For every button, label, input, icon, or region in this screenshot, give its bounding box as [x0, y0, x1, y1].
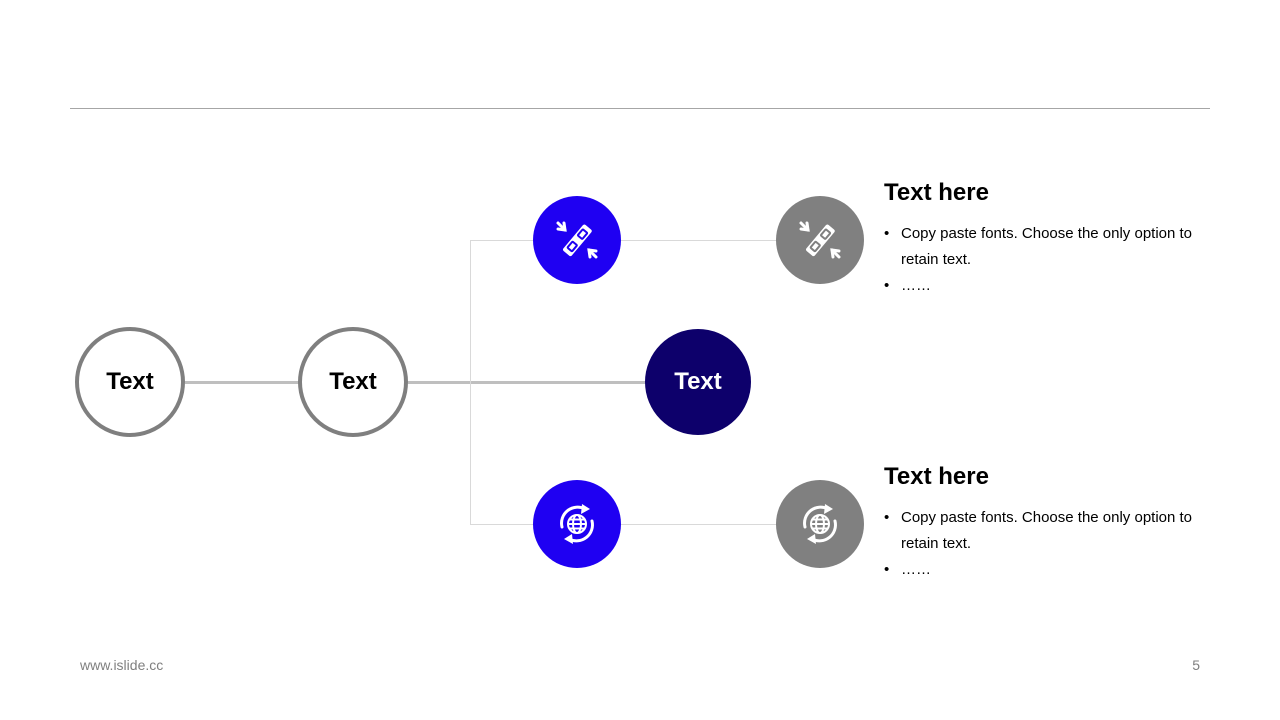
- footer-url: www.islide.cc: [80, 657, 164, 673]
- branch-bottom-grey-circle: [776, 480, 864, 568]
- header-divider: [70, 108, 1210, 109]
- node-first-label: Text: [106, 368, 154, 395]
- list-item: • Copy paste fonts. Choose the only optio…: [884, 221, 1204, 273]
- connector-branch-bottom: [470, 524, 780, 525]
- branch-top-blue-circle: [533, 196, 621, 284]
- node-center-label: Text: [674, 368, 722, 395]
- seatbelt-icon: [556, 221, 598, 259]
- bullet-text: Copy paste fonts. Choose the only option…: [901, 509, 1193, 552]
- connector-first-second: [185, 381, 300, 384]
- branch-top-title: Text here: [884, 179, 989, 206]
- branch-top-grey-circle: [776, 196, 864, 284]
- branch-bottom-text: Text here • Copy paste fonts. Choose the …: [884, 463, 1204, 583]
- branch-top-bullets: • Copy paste fonts. Choose the only optio…: [884, 221, 1204, 299]
- branch-bottom-blue-circle: [533, 480, 621, 568]
- connector-branch-top: [470, 240, 780, 241]
- seatbelt-icon: [799, 221, 841, 259]
- node-center: Text: [645, 329, 751, 435]
- connector-branch-vertical: [470, 240, 471, 524]
- node-first: Text: [75, 327, 185, 437]
- bullet-mark: •: [884, 509, 890, 526]
- bullet-mark: •: [884, 225, 890, 242]
- bullet-text: ……: [901, 561, 931, 578]
- branch-top-text: Text here • Copy paste fonts. Choose the …: [884, 179, 1204, 299]
- bullet-text: ……: [901, 277, 931, 294]
- bullet-mark: •: [884, 561, 890, 578]
- bullet-mark: •: [884, 277, 890, 294]
- list-item: • ……: [884, 557, 1204, 583]
- branch-bottom-bullets: • Copy paste fonts. Choose the only optio…: [884, 505, 1204, 583]
- page-number: 5: [1192, 657, 1200, 673]
- node-second-label: Text: [329, 368, 377, 395]
- globe-sync-icon: [803, 504, 837, 544]
- connector-second-center: [408, 381, 648, 384]
- list-item: • ……: [884, 273, 1204, 299]
- list-item: • Copy paste fonts. Choose the only optio…: [884, 505, 1204, 557]
- bullet-text: Copy paste fonts. Choose the only option…: [901, 225, 1193, 268]
- node-second: Text: [298, 327, 408, 437]
- globe-sync-icon: [560, 504, 594, 544]
- branch-bottom-title: Text here: [884, 463, 989, 490]
